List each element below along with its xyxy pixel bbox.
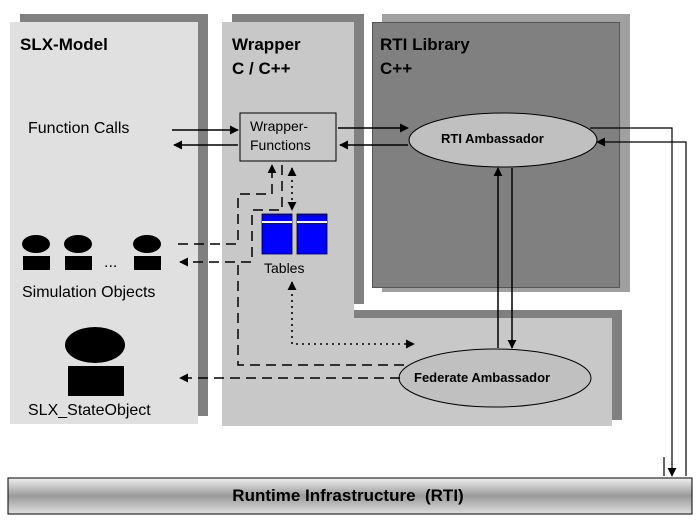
tables-label: Tables: [264, 260, 305, 276]
wrapper-functions-label-line1: Wrapper-: [250, 118, 309, 134]
wrapper-title-line1: Wrapper: [232, 35, 301, 54]
rti-library-title-line2: C++: [380, 59, 413, 78]
simulation-object-icon-1: [22, 235, 50, 270]
wrapper-functions-box: [239, 112, 337, 162]
rti-library-title-line1: RTI Library: [380, 35, 470, 54]
wrapper-title-line2: C / C++: [232, 59, 291, 78]
function-calls-label: Function Calls: [28, 120, 130, 137]
federate-ambassador-label: Federate Ambassador: [414, 370, 551, 385]
simulation-object-icon-2: [64, 235, 92, 270]
simulation-objects-ellipsis: ...: [104, 254, 118, 271]
simulation-object-icon-3: [133, 235, 161, 270]
tables-icon: [261, 213, 328, 255]
slx-state-object-label: SLX_StateObject: [28, 402, 151, 419]
slx-model-title: SLX-Model: [20, 35, 108, 54]
slx-state-object-icon: [65, 327, 125, 396]
rti-ambassador-label: RTI Ambassador: [441, 131, 544, 146]
simulation-objects-label: Simulation Objects: [22, 284, 156, 301]
wrapper-functions-label-line2: Functions: [250, 137, 311, 153]
rti-bar: [7, 477, 693, 515]
rti-bar-label: Runtime Infrastructure (RTI): [232, 486, 464, 505]
